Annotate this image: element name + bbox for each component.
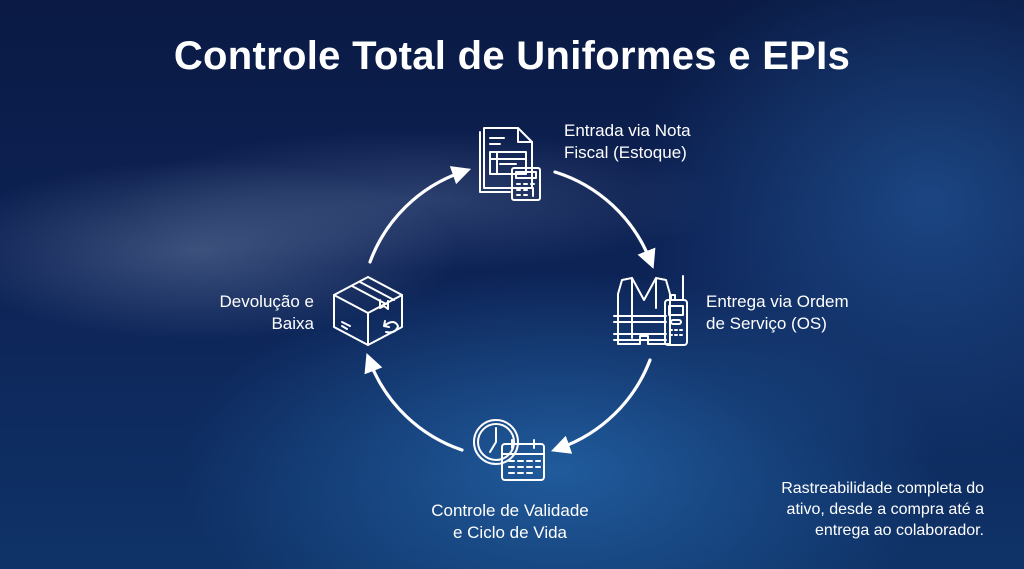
- step-validity-line1: Controle de Validade: [431, 501, 589, 520]
- arrow-delivery-to-validity: [550, 358, 652, 454]
- step-return-line2: Baixa: [271, 314, 314, 333]
- step-entry-line1: Entrada via Nota: [564, 121, 691, 140]
- clock-calendar-icon: [473, 419, 545, 481]
- step-delivery-line1: Entrega via Ordem: [706, 292, 849, 311]
- footnote-line2: ativo, desde a compra até a: [786, 501, 984, 518]
- arrow-return-to-entry: [368, 166, 472, 264]
- step-delivery-label: Entrega via Ordem de Serviço (OS): [706, 291, 849, 335]
- arrow-validity-to-return: [364, 353, 464, 452]
- step-return-line1: Devolução e: [219, 292, 314, 311]
- step-validity-label: Controle de Validade e Ciclo de Vida: [390, 500, 630, 544]
- arrow-entry-to-delivery: [553, 170, 656, 269]
- footnote-line3: entrega ao colaborador.: [814, 522, 984, 539]
- return-box-icon: [333, 276, 403, 346]
- step-entry-label: Entrada via Nota Fiscal (Estoque): [564, 120, 691, 164]
- step-entry-line2: Fiscal (Estoque): [564, 143, 687, 162]
- step-return-label: Devolução e Baixa: [170, 291, 314, 335]
- footnote-line1: Rastreabilidade completa do: [781, 480, 984, 497]
- step-delivery-line2: de Serviço (OS): [706, 314, 827, 333]
- page-title: Controle Total de Uniformes e EPIs: [173, 34, 851, 78]
- footnote: Rastreabilidade completa do ativo, desde…: [781, 478, 984, 541]
- safety-vest-radio-icon: [613, 275, 688, 346]
- invoice-calculator-icon: [479, 127, 541, 201]
- step-validity-line2: e Ciclo de Vida: [452, 523, 568, 542]
